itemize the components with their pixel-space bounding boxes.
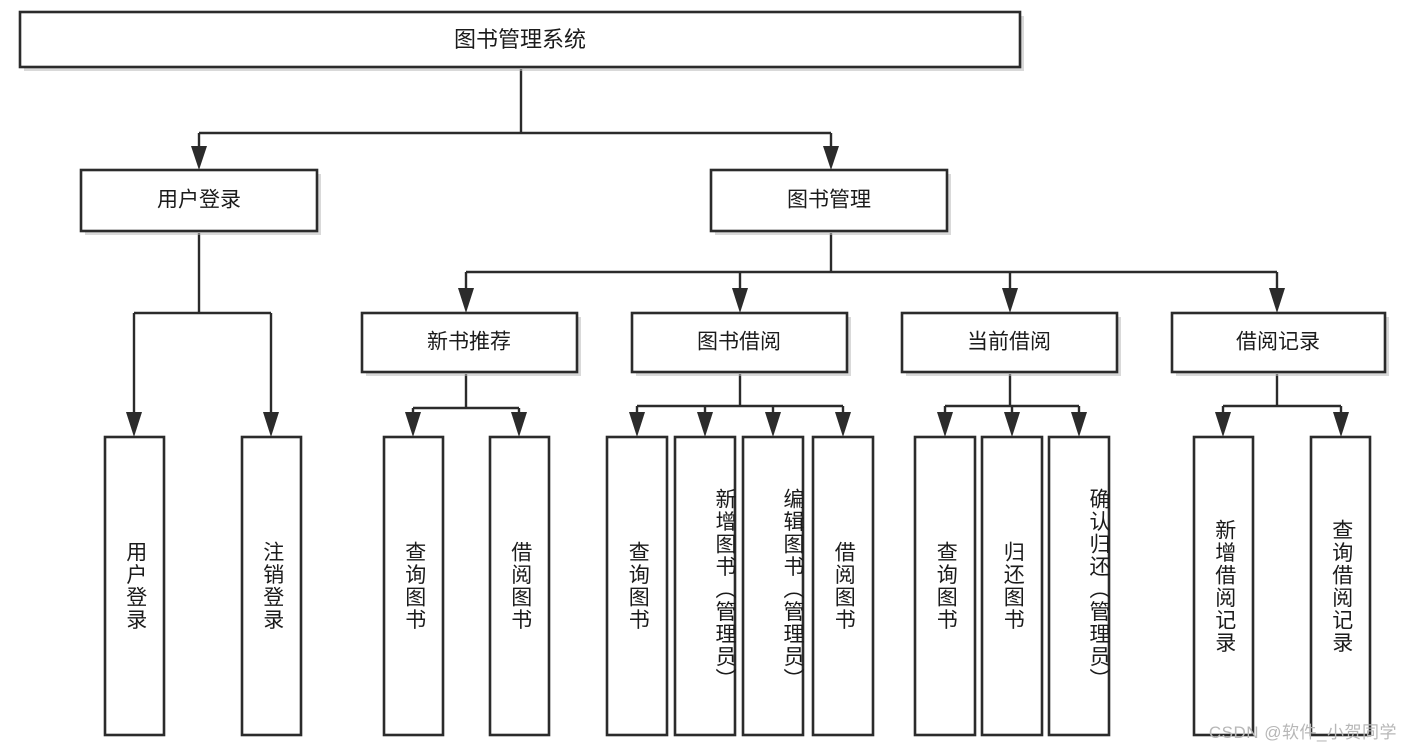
leaf-box-current-borrow-2[interactable] [980, 435, 1044, 737]
node-borrow-record[interactable]: 借阅记录 [1170, 311, 1389, 376]
leaf-box-book-borrow-3[interactable] [741, 435, 805, 737]
node-user-login-label: 用户登录 [157, 189, 241, 212]
arrow-user-login-to-leaf2 [263, 412, 279, 437]
node-root[interactable]: 图书管理系统 [18, 10, 1024, 71]
leaf-box-book-borrow-2[interactable] [673, 435, 737, 737]
arrow-root-to-user-login [191, 146, 207, 170]
leaf-box-user-login-2[interactable] [240, 435, 303, 737]
node-book-borrow-box[interactable] [630, 311, 849, 374]
node-current-borrow-box[interactable] [900, 311, 1119, 374]
arrow-nb-to-leaf2 [511, 412, 527, 437]
leaf-box-current-borrow-1[interactable] [913, 435, 977, 737]
arrow-bm-to-borrow-record [1269, 288, 1285, 313]
leaf-box-book-borrow-4[interactable] [811, 435, 875, 737]
arrow-bm-to-current-borrow [1002, 288, 1018, 313]
edge-group-current-borrow [937, 374, 1087, 437]
edge-group-new-book [405, 374, 527, 437]
arrow-bb-to-leaf4 [835, 412, 851, 437]
arrow-bb-to-leaf2 [697, 412, 713, 437]
node-new-book-box[interactable] [360, 311, 579, 374]
leaf-box-borrow-record-1[interactable] [1192, 435, 1255, 737]
node-book-manage-box[interactable] [709, 168, 949, 233]
node-user-login-box[interactable] [79, 168, 319, 233]
arrow-root-to-book-manage [823, 146, 839, 170]
node-root-label: 图书管理系统 [454, 27, 586, 52]
node-borrow-record-label: 借阅记录 [1236, 331, 1320, 354]
arrow-bm-to-new-book [458, 288, 474, 313]
edge-group-book-borrow [629, 374, 851, 437]
leaf-box-user-login-1[interactable] [103, 435, 166, 737]
arrow-bm-to-book-borrow [732, 288, 748, 313]
arrow-cb-to-leaf2 [1004, 412, 1020, 437]
node-book-borrow[interactable]: 图书借阅 [630, 311, 851, 376]
csdn-watermark: CSDN @软件_小贺同学 [1208, 723, 1397, 742]
arrow-cb-to-leaf3 [1071, 412, 1087, 437]
arrow-nb-to-leaf1 [405, 412, 421, 437]
edge-group-user-login [126, 233, 279, 437]
node-borrow-record-box[interactable] [1170, 311, 1387, 374]
edge-group-book-manage [458, 233, 1285, 313]
node-current-borrow-label: 当前借阅 [967, 331, 1051, 354]
node-new-book-recommend[interactable]: 新书推荐 [360, 311, 581, 376]
node-root-box[interactable] [18, 10, 1022, 69]
node-book-borrow-label: 图书借阅 [697, 331, 781, 354]
edge-group-root [191, 69, 839, 170]
arrow-bb-to-leaf3 [765, 412, 781, 437]
arrow-user-login-to-leaf1 [126, 412, 142, 437]
arrow-br-to-leaf2 [1333, 412, 1349, 437]
arrow-bb-to-leaf1 [629, 412, 645, 437]
arrow-cb-to-leaf1 [937, 412, 953, 437]
arrow-br-to-leaf1 [1215, 412, 1231, 437]
node-book-manage[interactable]: 图书管理 [709, 168, 951, 235]
leaf-box-book-borrow-1[interactable] [605, 435, 669, 737]
node-book-manage-label: 图书管理 [787, 189, 871, 212]
node-user-login[interactable]: 用户登录 [79, 168, 321, 235]
leaf-box-current-borrow-3[interactable] [1047, 435, 1111, 737]
node-new-book-label: 新书推荐 [427, 331, 511, 354]
leaf-box-new-book-1[interactable] [382, 435, 445, 737]
edge-group-borrow-record [1215, 374, 1349, 437]
leaf-box-new-book-2[interactable] [488, 435, 551, 737]
node-current-borrow[interactable]: 当前借阅 [900, 311, 1121, 376]
leaf-box-borrow-record-2[interactable] [1309, 435, 1372, 737]
